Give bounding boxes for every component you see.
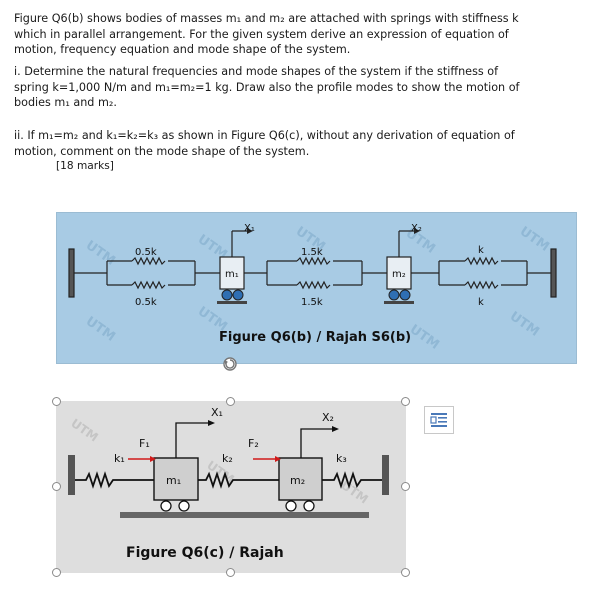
spring-k1 bbox=[75, 471, 154, 489]
right-wall bbox=[550, 248, 557, 298]
x2-arrowhead bbox=[414, 228, 420, 234]
m1-wheel-left bbox=[160, 500, 172, 512]
m2-wheel-left bbox=[388, 289, 400, 301]
left-connector bbox=[74, 260, 132, 286]
x1-arrowhead bbox=[247, 228, 253, 234]
mass-m2-label: m₂ bbox=[392, 269, 406, 280]
m2-ground bbox=[384, 301, 414, 304]
mass-m1-label: m₁ bbox=[166, 474, 181, 487]
figure-q6b-image[interactable]: UTM UTM UTM UTM UTM UTM UTM UTM UTM bbox=[56, 212, 577, 364]
m1-wheel-right bbox=[232, 289, 244, 301]
resize-handle-bottom-right[interactable] bbox=[401, 568, 410, 577]
watermark-text: UTM bbox=[83, 314, 118, 345]
spring-left-bottom-label: 0.5k bbox=[135, 297, 157, 308]
resize-handle-top-right[interactable] bbox=[401, 397, 410, 406]
spring-mid-top bbox=[296, 256, 331, 266]
spring-mid-bottom-label: 1.5k bbox=[301, 297, 323, 308]
resize-handle-left[interactable] bbox=[52, 482, 61, 491]
m1-wheel-right bbox=[178, 500, 190, 512]
question-part-i: i. Determine the natural frequencies and… bbox=[14, 65, 520, 110]
spring-right-bottom-label: k bbox=[478, 297, 484, 308]
watermark-text: UTM bbox=[407, 322, 442, 353]
figure-q6c-caption: Figure Q6(c) / Rajah bbox=[126, 545, 284, 561]
rotate-icon[interactable] bbox=[222, 356, 238, 372]
mass-m2-body bbox=[278, 457, 323, 501]
left-wall bbox=[68, 248, 75, 298]
marks-label: [18 marks] bbox=[56, 160, 114, 172]
watermark-text: UTM bbox=[68, 416, 101, 445]
spring-right-top bbox=[464, 256, 499, 266]
spring-left-top-label: 0.5k bbox=[135, 247, 157, 258]
force-f1-label: F₁ bbox=[139, 437, 150, 450]
mid-connector bbox=[244, 260, 297, 286]
m2-wheel-right bbox=[303, 500, 315, 512]
spring-k3 bbox=[322, 471, 382, 489]
spring-k1-label: k₁ bbox=[114, 452, 125, 465]
left-wall bbox=[68, 455, 75, 495]
x1-label: X₁ bbox=[211, 406, 223, 419]
m2-wheel-left bbox=[285, 500, 297, 512]
resize-handle-right[interactable] bbox=[401, 482, 410, 491]
spring-left-top bbox=[131, 256, 166, 266]
x1-line bbox=[231, 230, 247, 257]
resize-handle-bottom-left[interactable] bbox=[52, 568, 61, 577]
left-connector-2 bbox=[168, 260, 220, 286]
question-intro: Figure Q6(b) shows bodies of masses m₁ a… bbox=[14, 12, 519, 57]
x2-arrowhead bbox=[332, 426, 339, 432]
x2-line bbox=[300, 428, 332, 458]
figure-q6b-caption: Figure Q6(b) / Rajah S6(b) bbox=[219, 330, 411, 345]
mid-connector-2 bbox=[333, 260, 387, 286]
spring-mid-bottom bbox=[296, 280, 331, 290]
spring-mid-top-label: 1.5k bbox=[301, 247, 323, 258]
question-part-ii: ii. If m₁=m₂ and k₁=k₂=k₃ as shown in Fi… bbox=[14, 129, 515, 158]
watermark-text: UTM bbox=[517, 224, 552, 255]
layout-options-icon bbox=[430, 413, 447, 427]
m1-ground bbox=[217, 301, 247, 304]
x2-line bbox=[398, 230, 414, 257]
spring-k3-label: k₃ bbox=[336, 452, 347, 465]
right-connector bbox=[411, 260, 465, 286]
spring-left-bottom bbox=[131, 280, 166, 290]
watermark-text: UTM bbox=[507, 309, 542, 340]
spring-right-top-label: k bbox=[478, 245, 484, 256]
mass-m1-body bbox=[153, 457, 199, 501]
x1-line bbox=[175, 422, 208, 458]
spring-k2-label: k₂ bbox=[222, 452, 233, 465]
x1-label: X₁ bbox=[244, 223, 255, 234]
mass-m1-label: m₁ bbox=[225, 269, 239, 280]
spring-k2 bbox=[198, 471, 279, 489]
right-connector-2 bbox=[501, 260, 551, 286]
resize-handle-top-left[interactable] bbox=[52, 397, 61, 406]
layout-options-button[interactable] bbox=[424, 406, 454, 434]
x2-label: X₂ bbox=[322, 411, 334, 424]
resize-handle-top[interactable] bbox=[226, 397, 235, 406]
resize-handle-bottom[interactable] bbox=[226, 568, 235, 577]
ground bbox=[120, 512, 369, 518]
x2-label: X₂ bbox=[411, 223, 422, 234]
x1-arrowhead bbox=[208, 420, 215, 426]
m1-wheel-left bbox=[221, 289, 233, 301]
force-f2-label: F₂ bbox=[248, 437, 259, 450]
watermark-text: UTM bbox=[83, 238, 118, 269]
force-f1-arrowhead bbox=[150, 456, 156, 462]
spring-right-bottom bbox=[464, 280, 499, 290]
m2-wheel-right bbox=[399, 289, 411, 301]
right-wall bbox=[382, 455, 389, 495]
force-f2-arrowhead bbox=[275, 456, 281, 462]
figure-q6c-image[interactable]: UTM UTM UTM bbox=[56, 401, 406, 573]
mass-m2-label: m₂ bbox=[290, 474, 305, 487]
